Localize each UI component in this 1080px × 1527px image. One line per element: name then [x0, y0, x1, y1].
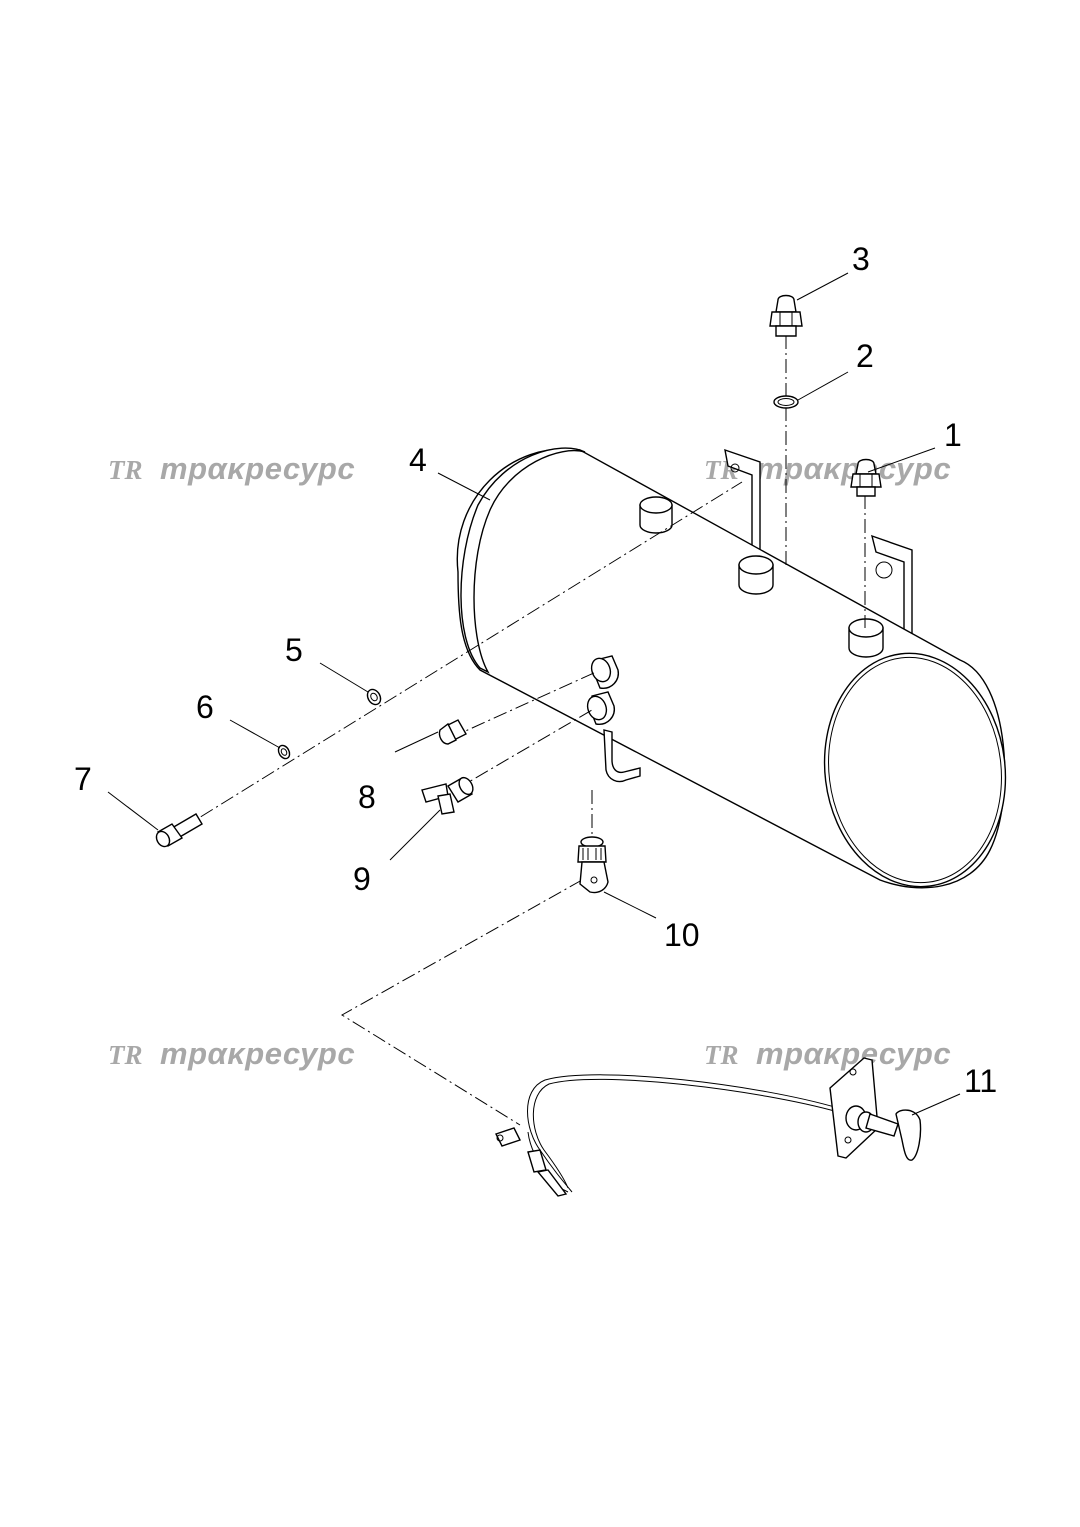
callout-8: 8: [358, 779, 376, 815]
tank-end-cap-rim: [828, 656, 1002, 884]
centerline-part-11: [341, 879, 583, 1126]
part-9-drain-cock: [421, 776, 474, 815]
callout-2: 2: [856, 338, 874, 374]
callout-4: 4: [409, 442, 427, 478]
tank-end-cap-right: [823, 652, 1007, 888]
watermark-text: трακресурс: [160, 451, 355, 486]
leader-1: [867, 447, 936, 473]
air-tank: [456, 447, 1007, 889]
leader-11: [911, 1093, 961, 1116]
tank-boss-side: [590, 655, 619, 689]
callout-1: 1: [944, 417, 962, 453]
bracket-bolt: [875, 561, 893, 579]
part-2-o-ring: [773, 395, 799, 409]
watermark-top-left: TR трακресурс: [108, 451, 355, 486]
callout-7: 7: [74, 761, 92, 797]
watermark-logo: TR: [704, 1040, 739, 1070]
watermark-bottom-right: TR трακресурс: [704, 1036, 951, 1071]
leader-2: [797, 371, 849, 401]
watermark-text: трακресурс: [756, 1036, 951, 1071]
leader-7: [107, 791, 159, 831]
tank-boss: [639, 496, 673, 534]
part-1-fitting: [850, 458, 882, 497]
centerline-part-8: [449, 671, 597, 739]
leader-10: [603, 891, 657, 919]
tank-boss: [738, 555, 774, 595]
part-6-washer-hole: [280, 748, 288, 756]
leader-9: [389, 809, 441, 861]
callout-9: 9: [353, 861, 371, 897]
callout-3: 3: [852, 241, 870, 277]
callout-11: 11: [964, 1063, 997, 1099]
part-8-plug: [438, 719, 467, 745]
watermark-logo: TR: [108, 455, 143, 485]
leader-3: [796, 272, 849, 301]
part-3-fitting: [769, 294, 803, 337]
centerline-part-5-7: [159, 481, 743, 843]
watermark-text: трακресурс: [160, 1036, 355, 1071]
centerline-part-9: [454, 709, 593, 791]
part-6-washer: [277, 744, 291, 760]
part-5-washer: [366, 688, 382, 706]
tank-boss: [848, 618, 884, 658]
bracket-hole: [730, 463, 740, 473]
watermark-logo: TR: [108, 1040, 143, 1070]
callout-10: 10: [664, 917, 700, 953]
tank-end-cap-left: [460, 447, 586, 674]
part-7-bolt: [155, 813, 203, 848]
tank-bottom-bracket: [603, 729, 641, 783]
watermark-bottom-left: TR трακресурс: [108, 1036, 355, 1071]
tank-boss-side: [586, 691, 615, 725]
leader-5: [319, 662, 369, 693]
part-2-o-ring-inner: [777, 398, 795, 406]
leader-6: [229, 719, 281, 749]
leader-4: [437, 472, 491, 501]
leader-8: [394, 731, 439, 753]
callout-5: 5: [285, 632, 303, 668]
part-10-drain-valve: [577, 836, 609, 894]
part-5-washer-hole: [370, 692, 378, 702]
part-11-control-cable: [495, 1057, 922, 1197]
callout-6: 6: [196, 689, 214, 725]
